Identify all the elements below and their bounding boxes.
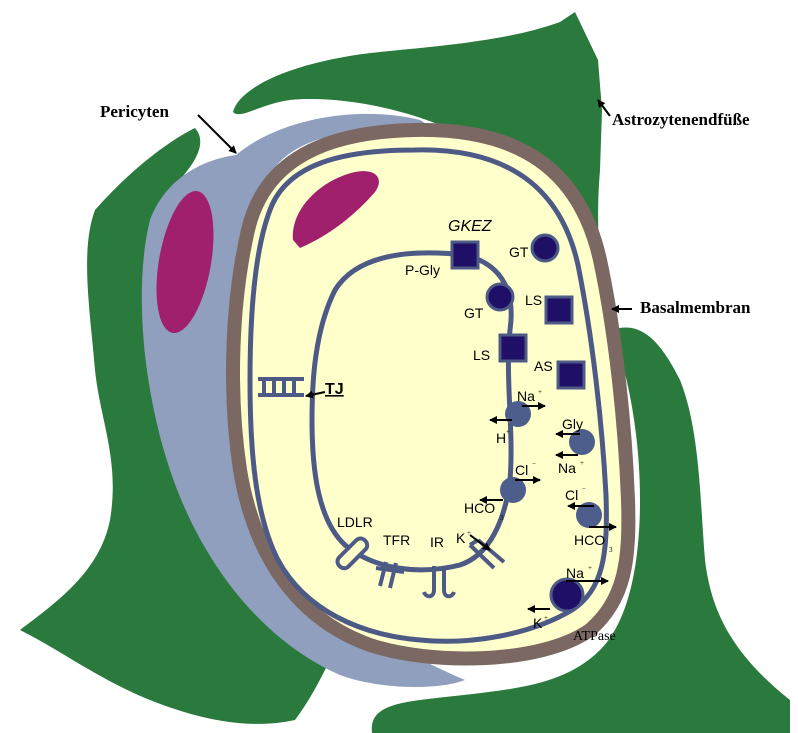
label-pgly: P-Gly <box>405 262 440 278</box>
sup-k-2: + <box>544 614 548 622</box>
label-h: H <box>496 430 506 446</box>
sub-hco3-2: 3 <box>609 546 613 554</box>
label-tfr: TFR <box>383 532 410 548</box>
sup-k-1: + <box>467 529 471 537</box>
label-basalmembran: Basalmembran <box>640 298 751 317</box>
label-k-2: K <box>533 615 543 631</box>
label-gly: Gly <box>562 416 583 432</box>
label-hco3-2: HCO <box>574 532 605 548</box>
label-na-3: Na <box>566 565 584 581</box>
label-gt-outer: GT <box>509 244 529 260</box>
sup-na-3: + <box>588 564 592 572</box>
label-ls-outer: LS <box>525 292 542 308</box>
label-tj: TJ <box>325 381 344 398</box>
label-cl-2: Cl <box>565 487 578 503</box>
gt-carrier-inner <box>487 284 513 310</box>
label-atpase: ATPase <box>573 629 616 644</box>
gt-carrier-outer <box>532 235 558 261</box>
ls-carrier-outer <box>546 297 572 323</box>
na-h-exchanger <box>505 401 531 427</box>
label-k-1: K <box>456 530 466 546</box>
as-carrier-outer <box>558 362 584 388</box>
gly-na-cotransporter <box>569 429 595 455</box>
label-astrozytenendfuesse: Astrozytenendfüße <box>612 110 750 129</box>
label-hco3-1: HCO <box>464 500 495 516</box>
na-k-atpase <box>551 579 583 611</box>
label-na-2: Na <box>558 460 576 476</box>
label-ldlr: LDLR <box>337 514 373 530</box>
label-gkez: GKEZ <box>448 218 493 235</box>
label-pericyten: Pericyten <box>100 102 169 121</box>
sup-cl-2: − <box>582 485 586 493</box>
sub-hco3-1: 3 <box>500 514 504 522</box>
label-as-outer: AS <box>534 358 553 374</box>
label-gt-inner: GT <box>464 305 484 321</box>
sup-na-2: + <box>580 459 584 467</box>
label-ir: IR <box>430 534 444 550</box>
sup-h: + <box>506 428 510 436</box>
ls-carrier-inner <box>500 335 526 361</box>
sup-cl-1: − <box>532 460 536 468</box>
label-na-1: Na <box>517 388 535 404</box>
sup-na-1: + <box>538 388 542 396</box>
label-ls-inner: LS <box>473 347 490 363</box>
pgly-carrier <box>452 242 478 268</box>
label-cl-1: Cl <box>515 462 528 478</box>
